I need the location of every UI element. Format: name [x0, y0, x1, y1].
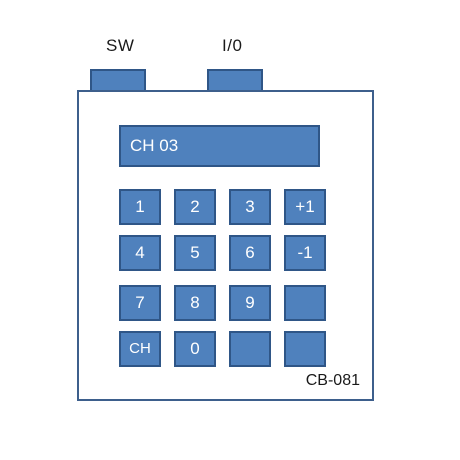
- io-button[interactable]: [207, 69, 263, 90]
- key-plus-1[interactable]: +1: [284, 189, 326, 225]
- sw-label: SW: [106, 36, 135, 55]
- key-blank-1[interactable]: [284, 285, 326, 321]
- key-8[interactable]: 8: [174, 285, 216, 321]
- key-4[interactable]: 4: [119, 235, 161, 271]
- key-blank-2[interactable]: [229, 331, 271, 367]
- key-ch[interactable]: CH: [119, 331, 161, 367]
- key-7[interactable]: 7: [119, 285, 161, 321]
- io-label: I/0: [222, 36, 243, 55]
- device-body: CH 03 1 2 3 +1 4 5 6 -1 7 8 9 CH 0 CB-08…: [77, 90, 374, 401]
- key-9[interactable]: 9: [229, 285, 271, 321]
- key-2[interactable]: 2: [174, 189, 216, 225]
- key-5[interactable]: 5: [174, 235, 216, 271]
- key-0[interactable]: 0: [174, 331, 216, 367]
- key-3[interactable]: 3: [229, 189, 271, 225]
- key-1[interactable]: 1: [119, 189, 161, 225]
- model-label: CB-081: [305, 372, 360, 389]
- key-minus-1[interactable]: -1: [284, 235, 326, 271]
- sw-button[interactable]: [90, 69, 146, 90]
- key-6[interactable]: 6: [229, 235, 271, 271]
- key-blank-3[interactable]: [284, 331, 326, 367]
- channel-display: CH 03: [119, 125, 320, 167]
